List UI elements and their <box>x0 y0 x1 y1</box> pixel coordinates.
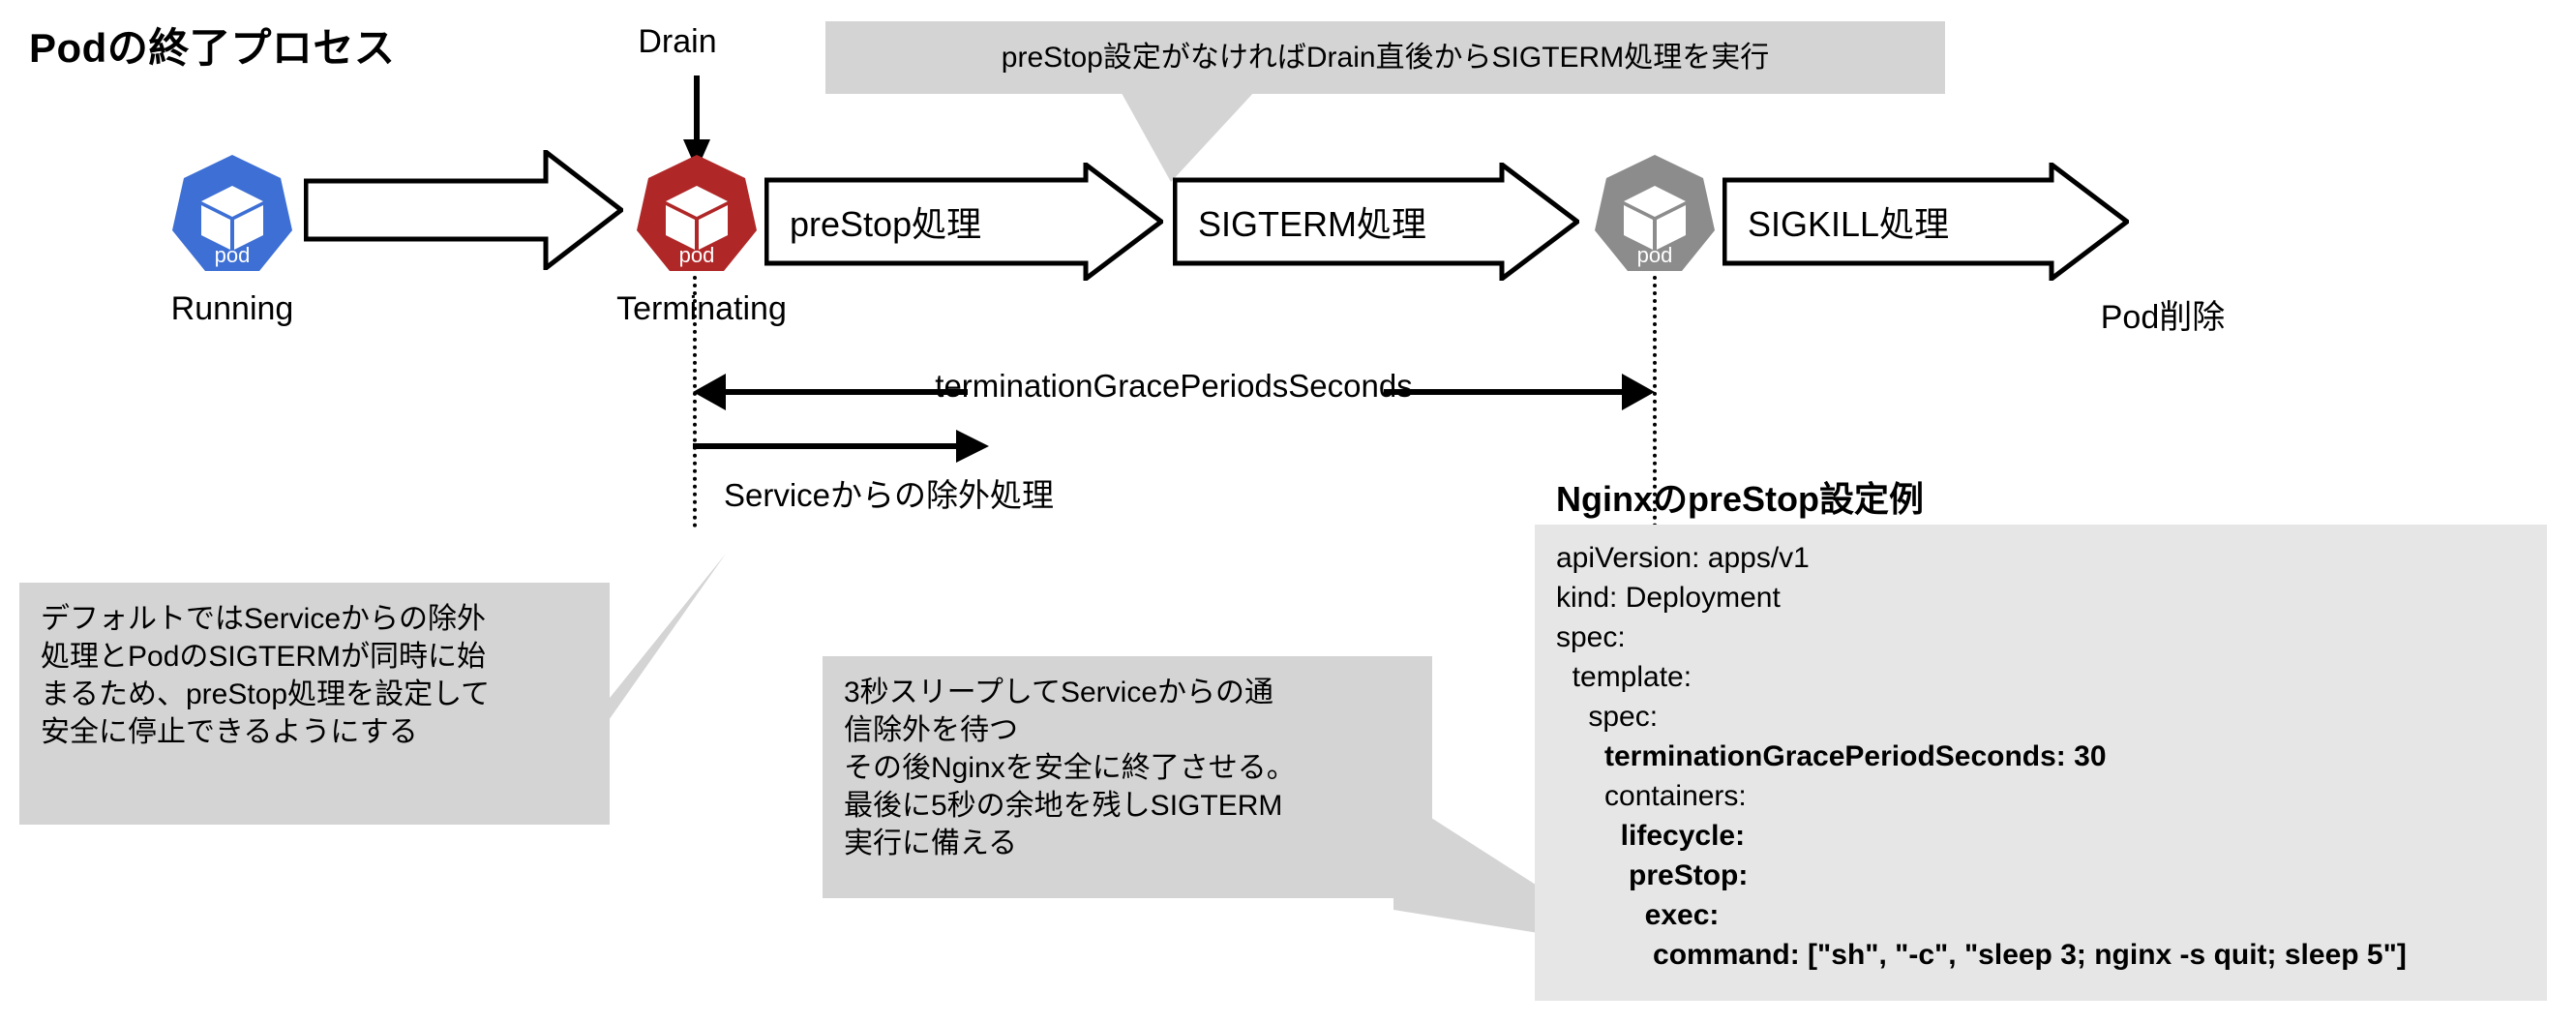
callout-prestop-note: preStop設定がなければDrain直後からSIGTERM処理を実行 <box>825 21 1945 94</box>
pod-icon-running: pod <box>170 151 294 275</box>
yaml-line: template: <box>1556 661 1692 693</box>
pod-icon-deleted: pod <box>1593 151 1717 275</box>
callout-default-behaviour: デフォルトではServiceからの除外 処理とPodのSIGTERMが同時に始 … <box>19 583 610 825</box>
yaml-line: kind: Deployment <box>1556 582 1781 614</box>
guide-line-deleted <box>1653 276 1657 527</box>
process-arrow-sigterm-label: SIGTERM処理 <box>1198 204 1427 244</box>
page-title: Podの終了プロセス <box>29 25 396 71</box>
label-pod-deleted: Pod削除 <box>2100 299 2226 336</box>
grace-period-arrow <box>693 370 1655 414</box>
process-arrow-sigkill: SIGKILL処理 <box>1722 163 2129 281</box>
svg-text:pod: pod <box>679 243 715 267</box>
yaml-line: apiVersion: apps/v1 <box>1556 542 1810 574</box>
yaml-line: preStop: <box>1556 859 1749 891</box>
yaml-line: terminationGracePeriodSeconds: 30 <box>1556 740 2107 772</box>
yaml-line: exec: <box>1556 899 1720 931</box>
yaml-line: lifecycle: <box>1556 820 1746 852</box>
label-terminating: Terminating <box>616 290 787 327</box>
yaml-panel-title: NginxのpreStop設定例 <box>1556 479 1925 519</box>
process-arrow-sigterm: SIGTERM処理 <box>1173 163 1579 281</box>
yaml-panel: apiVersion: apps/v1 kind: Deployment spec:… <box>1535 525 2547 1001</box>
yaml-line: command: ["sh", "-c", "sleep 3; nginx -s… <box>1556 939 2407 971</box>
process-arrow-prestop: preStop処理 <box>764 163 1163 281</box>
label-running: Running <box>170 290 294 327</box>
yaml-line: containers: <box>1556 780 1747 812</box>
callout-sleep-explanation: 3秒スリープしてServiceからの通 信除外を待つ その後Nginxを安全に終… <box>823 656 1432 898</box>
drain-label: Drain <box>638 23 717 60</box>
grace-period-label: terminationGracePeriodsSeconds <box>935 368 1413 404</box>
pod-icon-terminating: pod <box>635 151 759 275</box>
process-arrow-sigkill-label: SIGKILL処理 <box>1748 204 1950 244</box>
guide-line-terminating <box>693 276 697 527</box>
process-arrow-prestop-label: preStop処理 <box>790 204 982 244</box>
svg-text:pod: pod <box>215 243 251 267</box>
yaml-line: spec: <box>1556 701 1659 733</box>
service-exclusion-label: Serviceからの除外処理 <box>724 477 1055 513</box>
process-arrow-transition <box>304 150 623 270</box>
svg-text:pod: pod <box>1637 243 1673 267</box>
service-exclusion-arrow <box>693 430 989 463</box>
yaml-line: spec: <box>1556 621 1626 653</box>
